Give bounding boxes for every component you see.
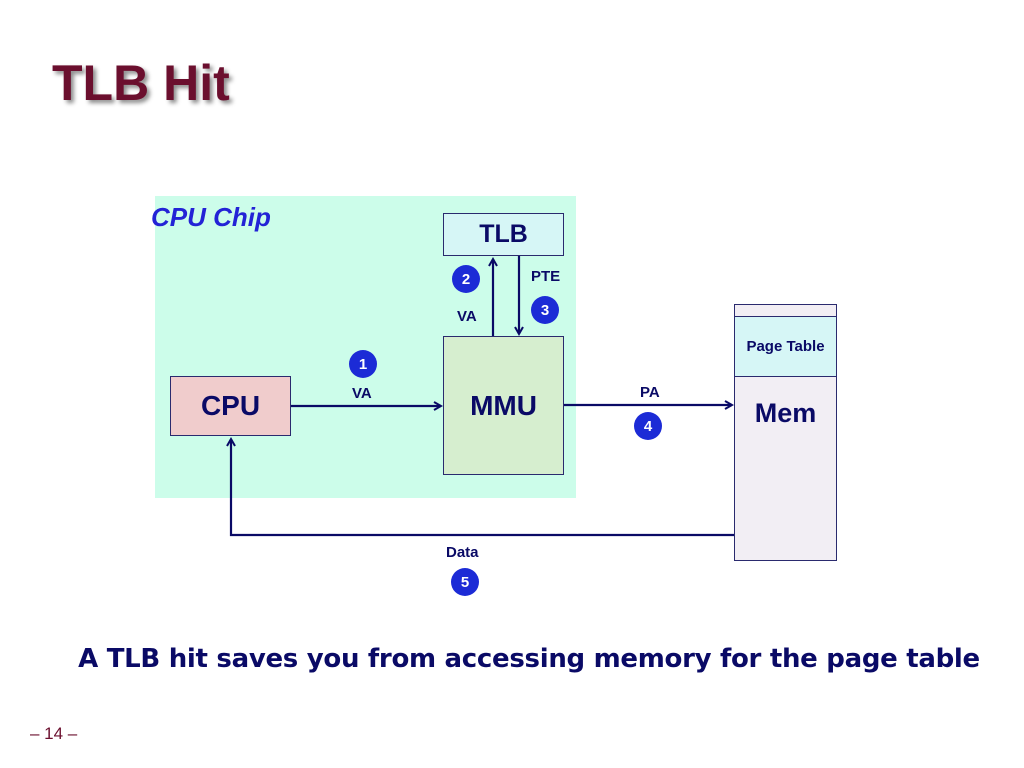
tlb-box: TLB — [443, 213, 564, 256]
mmu-box: MMU — [443, 336, 564, 475]
edge-label-cpu-to-mmu: VA — [352, 385, 372, 402]
step-badge-4: 4 — [634, 412, 662, 440]
page-number: – 14 – — [30, 724, 78, 743]
step-badge-5: 5 — [451, 568, 479, 596]
page-table-box: Page Table — [734, 316, 837, 377]
edge-label-mmu-to-tlb: VA — [457, 308, 477, 325]
slide-caption: A TLB hit saves you from accessing memor… — [78, 644, 980, 674]
cpu-chip-label: CPU Chip — [151, 202, 271, 232]
memory-label: Mem — [754, 398, 817, 428]
step-badge-3: 3 — [531, 296, 559, 324]
arrow-mem-to-cpu — [231, 439, 734, 537]
step-badge-1: 1 — [349, 350, 377, 378]
edge-label-mem-to-cpu: Data — [446, 544, 479, 561]
cpu-box: CPU — [170, 376, 291, 436]
step-badge-2: 2 — [452, 265, 480, 293]
slide-title: TLB Hit — [52, 55, 230, 111]
edge-label-mmu-to-mem: PA — [640, 384, 660, 401]
edge-label-tlb-to-mmu: PTE — [531, 268, 561, 285]
